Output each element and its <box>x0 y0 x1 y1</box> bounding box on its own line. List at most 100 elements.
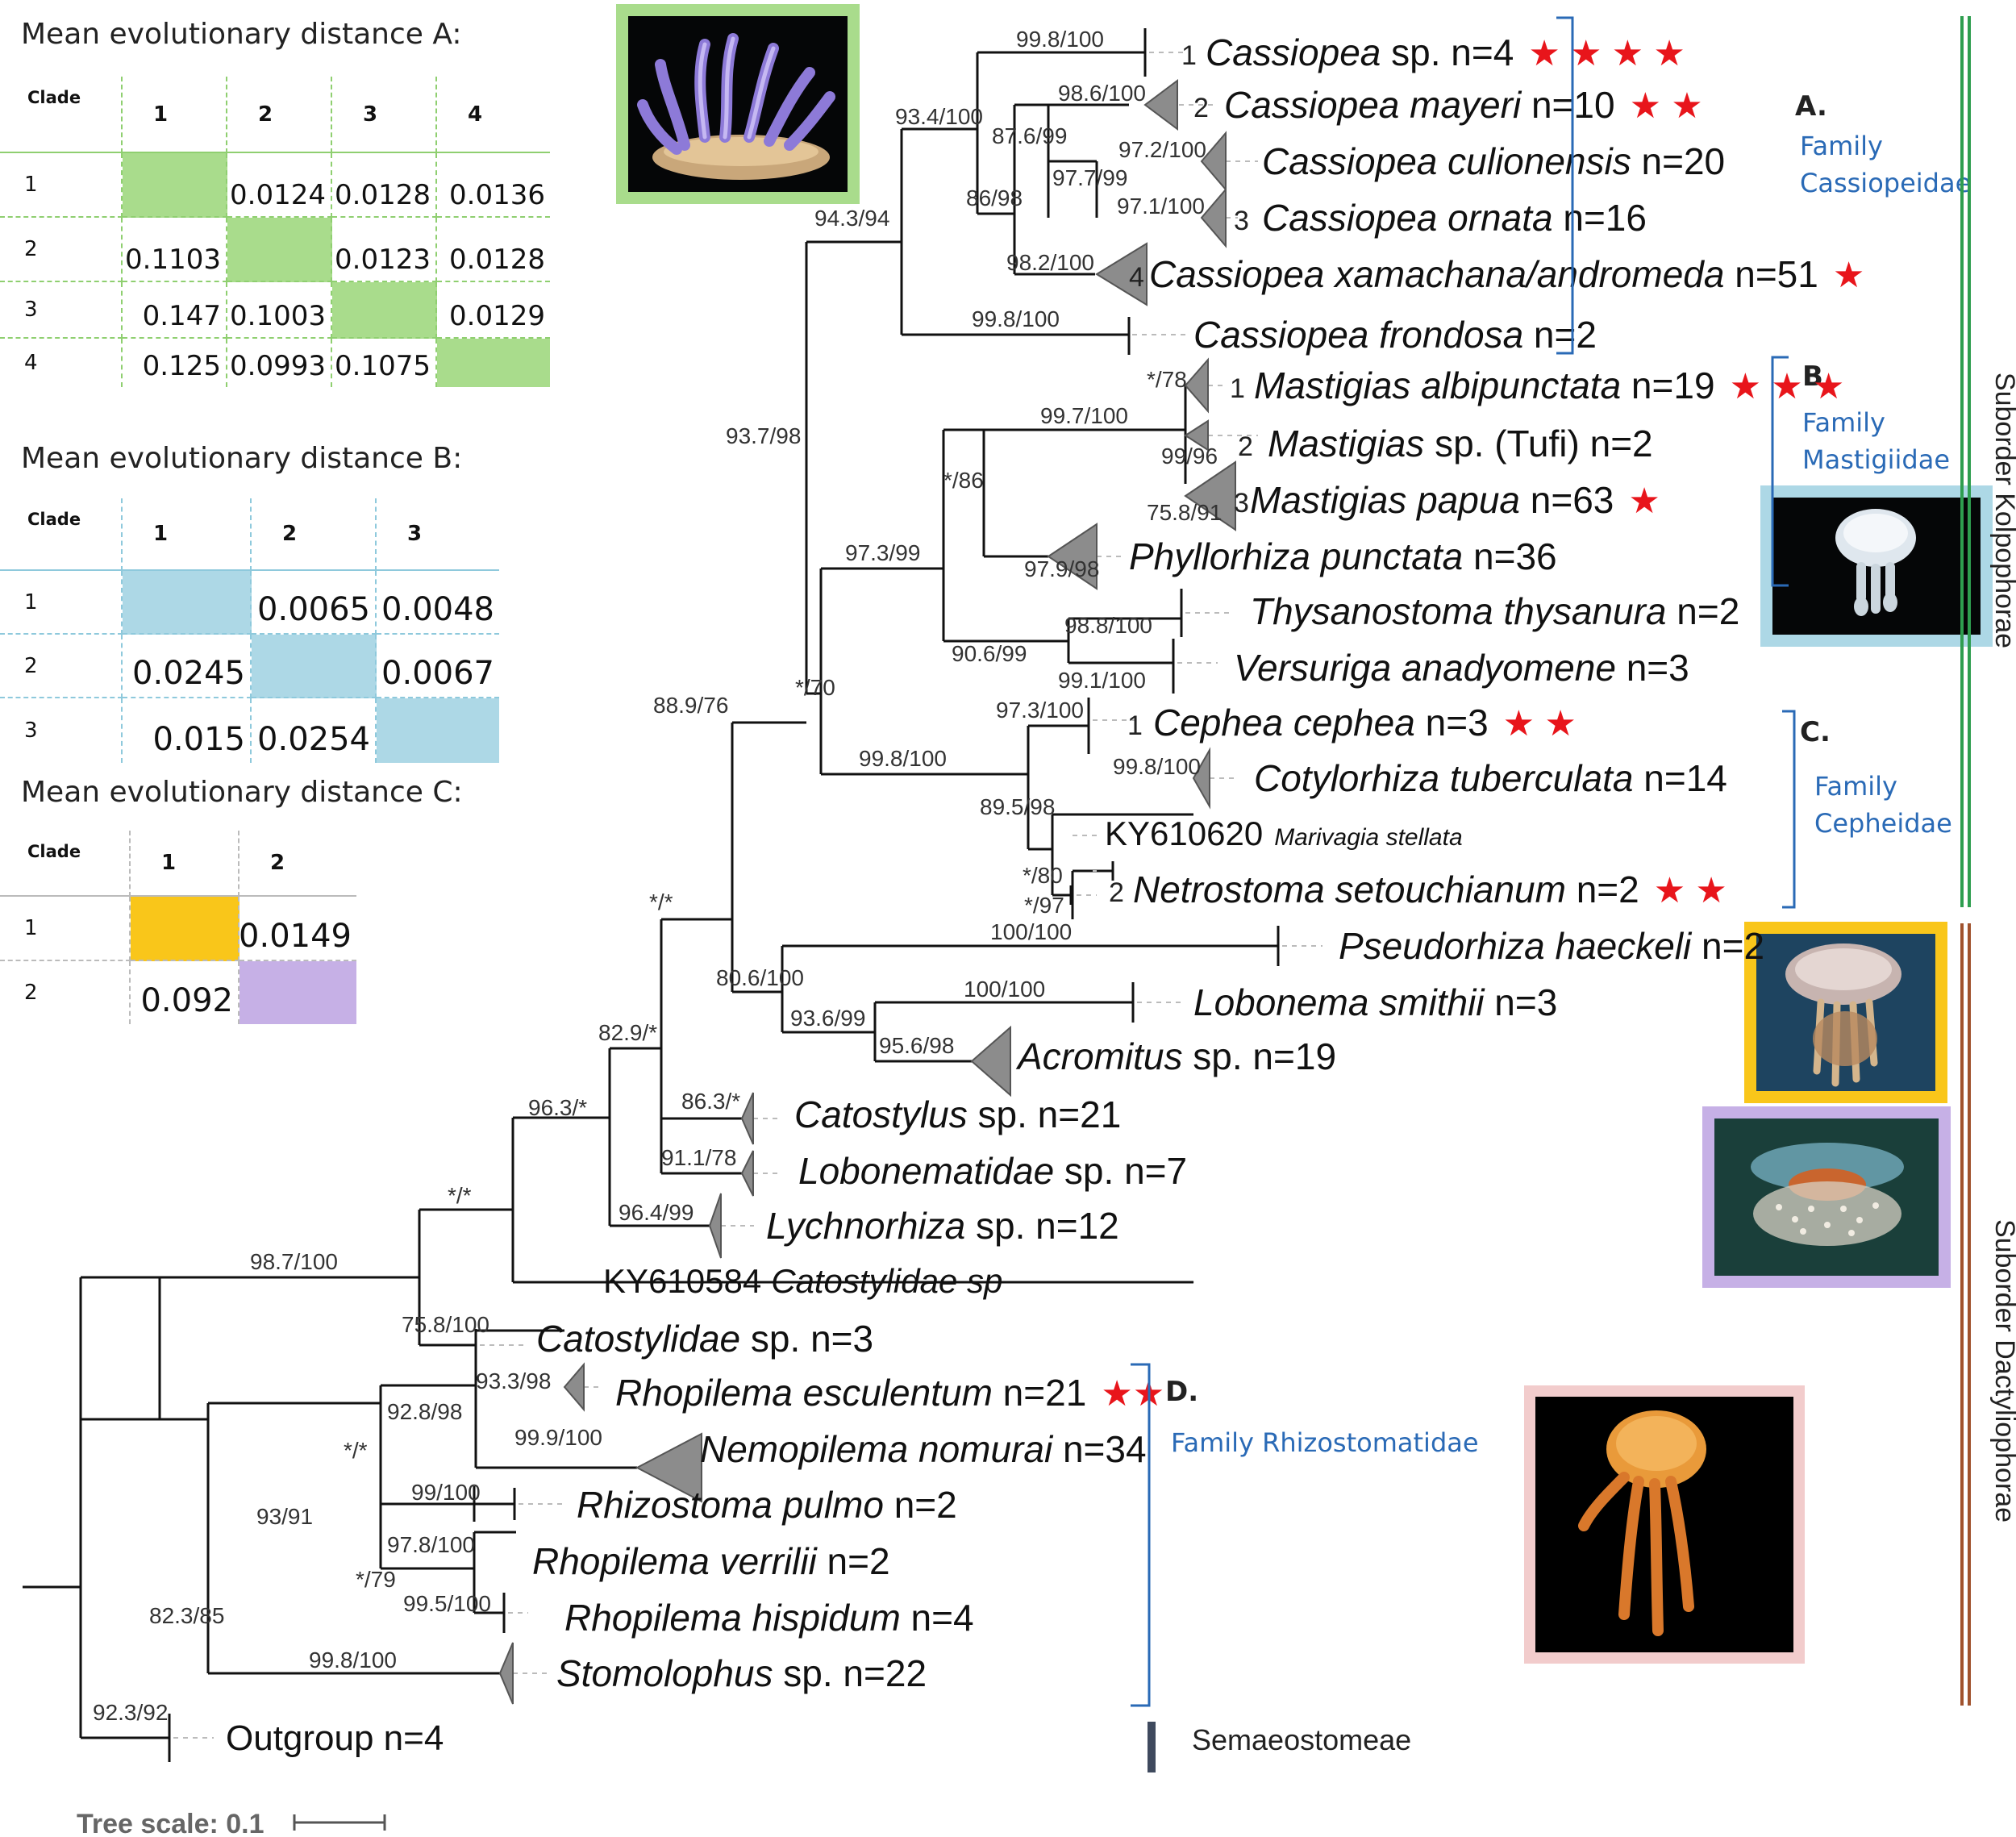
tip-taxon: Lobonema smithii <box>1193 981 1485 1023</box>
support-value: 99/100 <box>411 1480 481 1505</box>
photo-mastigias <box>1760 485 1993 647</box>
matrix-a-cell: 0.0128 <box>332 153 437 218</box>
tip-count: n=3 <box>1415 702 1489 744</box>
support-value: 82.3/85 <box>149 1603 224 1628</box>
tip-count: n=21 <box>993 1372 1086 1414</box>
tip-label: Rhopilema esculentum n=21★★ <box>615 1372 1164 1414</box>
tip-taxon: Cassiopea frondosa <box>1193 314 1523 356</box>
bracket-cassiopeidae <box>1556 16 1574 355</box>
tip-taxon: Marivagia stellata <box>1274 824 1462 851</box>
matrix-a-cell: 0.147 <box>123 282 227 339</box>
tip-label: Cassiopea frondosa n=2 <box>1193 314 1597 356</box>
tip-label: Rhopilema verrilii n=2 <box>532 1540 890 1582</box>
photo-rhopilema <box>1524 1385 1805 1664</box>
matrix-b-diagonal <box>377 698 499 763</box>
tip-taxon: Cassiopea mayeri <box>1224 84 1522 126</box>
support-value: 97.9/98 <box>1024 556 1099 581</box>
tip-count: sp. n=7 <box>1054 1150 1187 1192</box>
clade-number: 4 <box>1129 262 1144 293</box>
suborder-kolpophorae-label: Suborder Kolpophorae <box>1989 373 2016 648</box>
star-icon: ★★ <box>1101 1374 1164 1414</box>
matrix-b-col-header: 2 <box>252 498 377 571</box>
tip-taxon: Cephea cephea <box>1153 702 1415 744</box>
matrix-b-col-header: 3 <box>377 498 499 571</box>
tip-count: sp. n=4 <box>1381 31 1514 73</box>
support-value: 97.3/100 <box>996 698 1084 723</box>
support-value: 99.8/100 <box>1113 754 1201 779</box>
support-value: 75.8/100 <box>402 1312 489 1337</box>
suborder-dactyliophorae-label: Suborder Dactyliophorae <box>1989 1219 2016 1523</box>
tip-count: n=2 <box>1566 869 1639 910</box>
matrix-b-col-header: 1 <box>123 498 252 571</box>
matrix-a-row-label: 4 <box>0 339 123 387</box>
tip-count: n=10 <box>1521 84 1614 126</box>
tip-label: Cephea cephea n=3 ★ ★ <box>1153 702 1577 744</box>
support-value: 99.5/100 <box>403 1591 491 1616</box>
tip-label: Versuriga anadyomene n=3 <box>1234 647 1689 689</box>
tip-count: n=2 <box>817 1540 890 1582</box>
star-icon: ★ <box>1833 256 1864 295</box>
tip-label: Cassiopea xamachana/andromeda n=51 ★ <box>1149 253 1864 295</box>
support-value: 97.1/100 <box>1117 194 1205 219</box>
tip-count: n=2 <box>884 1484 957 1526</box>
support-value: 96.4/99 <box>619 1200 694 1225</box>
support-value: 80.6/100 <box>716 965 804 990</box>
suborder-dactyliophorae-bar <box>1960 923 1971 1706</box>
tip-count: sp. n=12 <box>965 1205 1119 1247</box>
photo-pseudorhiza <box>1744 922 1947 1103</box>
semaeostomeae-swatch <box>1148 1722 1156 1772</box>
matrix-a-cell: 0.0128 <box>437 218 550 282</box>
support-value: 97.3/99 <box>845 540 920 565</box>
tip-label: Cotylorhiza tuberculata n=14 <box>1254 757 1727 799</box>
matrix-a-diagonal <box>332 282 437 339</box>
matrix-b-diagonal <box>252 635 377 698</box>
tip-label: Acromitus sp. n=19 <box>1015 1035 1336 1077</box>
tip-taxon: Netrostoma setouchianum <box>1133 869 1566 910</box>
support-value: 86/98 <box>966 185 1023 210</box>
support-value: 97.2/100 <box>1118 137 1206 162</box>
tip-count: n=2 <box>1667 590 1740 632</box>
clade-number: 2 <box>1193 93 1209 123</box>
matrix-b-row-label: 3 <box>0 698 123 763</box>
tip-count: n=51 <box>1724 253 1818 295</box>
matrix-b-cell: 0.0048 <box>377 571 499 635</box>
support-value: 99.8/100 <box>972 306 1060 331</box>
matrix-b-cell: 0.0254 <box>252 698 377 763</box>
support-value: 93.7/98 <box>726 423 801 448</box>
tip-count: n=63 <box>1520 479 1614 521</box>
tip-label: Cassiopea ornata n=16 <box>1262 197 1647 239</box>
tip-label: Netrostoma setouchianum n=2★ ★ <box>1133 869 1727 910</box>
support-value: */78 <box>1147 367 1187 392</box>
matrix-a-diagonal <box>227 218 332 282</box>
tip-taxon: Nemopilema nomurai <box>700 1428 1054 1470</box>
family-c-letter: C. <box>1800 716 1831 748</box>
tip-count: n=3 <box>1485 981 1558 1023</box>
matrix-b-row-label: 2 <box>0 635 123 698</box>
tip-label: Cassiopea culionensis n=20 <box>1262 140 1725 182</box>
tip-taxon: Lobonematidae <box>798 1150 1054 1192</box>
support-value: 75.8/91 <box>1147 500 1222 525</box>
suborder-kolpophorae-bar <box>1960 16 1971 907</box>
tip-taxon: Cassiopea xamachana/andromeda <box>1149 253 1724 295</box>
matrix-a-cell: 0.0993 <box>227 339 332 387</box>
tip-label: Rhizostoma pulmo n=2 <box>577 1484 957 1526</box>
tip-label: Lychnorhiza sp. n=12 <box>766 1205 1119 1247</box>
tip-label: Thysanostoma thysanura n=2 <box>1250 590 1739 632</box>
support-value: */86 <box>943 468 984 493</box>
clade-number: 1 <box>1127 710 1143 741</box>
matrix-b-cell: 0.0065 <box>252 571 377 635</box>
tip-count: sp. n=22 <box>773 1652 927 1694</box>
tip-count: n=16 <box>1553 197 1647 239</box>
tip-label: Nemopilema nomurai n=34 <box>700 1428 1147 1470</box>
tip-taxon: Rhizostoma pulmo <box>577 1484 884 1526</box>
star-icon: ★ ★ <box>1503 704 1577 744</box>
tip-taxon: Lychnorhiza <box>766 1205 965 1247</box>
support-value: 86.3/* <box>681 1089 740 1114</box>
tip-count: sp. n=19 <box>1182 1035 1336 1077</box>
matrix-b-diagonal <box>123 571 252 635</box>
matrix-a-row-label: 3 <box>0 282 123 339</box>
tip-taxon: Versuriga anadyomene <box>1234 647 1616 689</box>
